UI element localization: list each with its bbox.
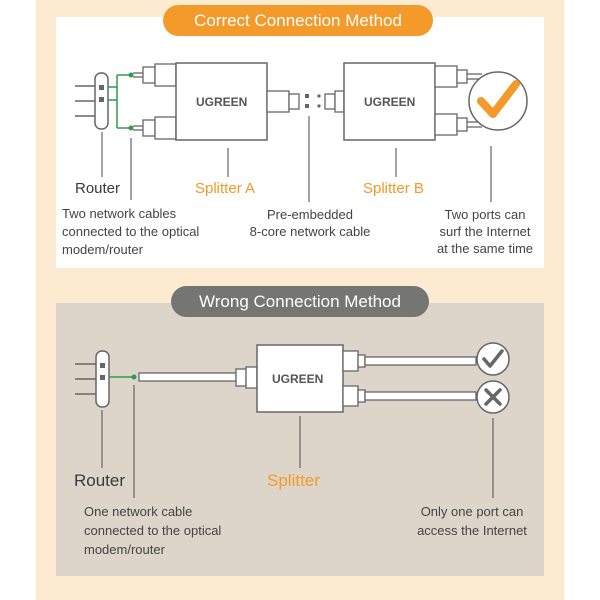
green-connector-icon [108, 72, 134, 131]
correct-panel [56, 17, 544, 268]
splitter-label: Splitter [267, 471, 320, 490]
check-badge-icon [468, 71, 528, 131]
router-note-wrong-line: connected to the optical [84, 523, 222, 538]
splitter-output-cables [342, 350, 477, 407]
cross-circle-icon [476, 380, 510, 414]
ports-note-line: Two ports can [444, 207, 526, 222]
cable-note-line: 8-core network cable [249, 224, 371, 239]
splitter-b-label: Splitter B [363, 180, 424, 197]
pre-embedded-cable-icon [305, 94, 321, 108]
green-dot-icon [109, 374, 137, 380]
splitter-b-brand: UGREEN [364, 95, 416, 109]
splitter-a-icon [175, 62, 268, 141]
router-note-wrong-line: modem/router [84, 542, 165, 557]
splitter-icon [256, 344, 344, 413]
check-circle-icon [476, 342, 510, 376]
splitter-a-output-plug [266, 90, 300, 113]
ports-note-wrong-line: Only one port can [420, 504, 524, 519]
single-cable-input [138, 366, 258, 389]
wrong-method-title: Wrong Connection Method [171, 286, 429, 317]
ports-note-wrong-line: access the Internet [417, 523, 527, 538]
router-label: Router [75, 180, 121, 197]
splitter-b-icon [343, 62, 436, 141]
router-label-wrong: Router [74, 471, 126, 490]
correct-method-title: Correct Connection Method [163, 5, 433, 36]
router-note-line: Two network cables [62, 206, 177, 221]
ports-note-line: at the same time [436, 241, 534, 256]
splitter-b-input-plug [324, 90, 345, 113]
cable-note-line: Pre-embedded [267, 207, 353, 222]
router-note-line: connected to the optical [62, 224, 200, 239]
splitter-brand: UGREEN [272, 372, 324, 386]
splitter-a-label: Splitter A [195, 180, 256, 197]
router-note-wrong-line: One network cable [84, 504, 193, 519]
splitter-a-input-plugs [133, 63, 177, 140]
ports-note-line: surf the Internet [439, 224, 531, 239]
router-note-line: modem/router [62, 242, 143, 257]
router-icon-wrong [75, 350, 110, 408]
leader-lines-bottom [101, 385, 494, 498]
splitter-b-output-ports [434, 65, 482, 136]
splitter-a-brand: UGREEN [196, 95, 248, 109]
router-icon [75, 72, 109, 130]
leader-lines-top [101, 116, 492, 202]
